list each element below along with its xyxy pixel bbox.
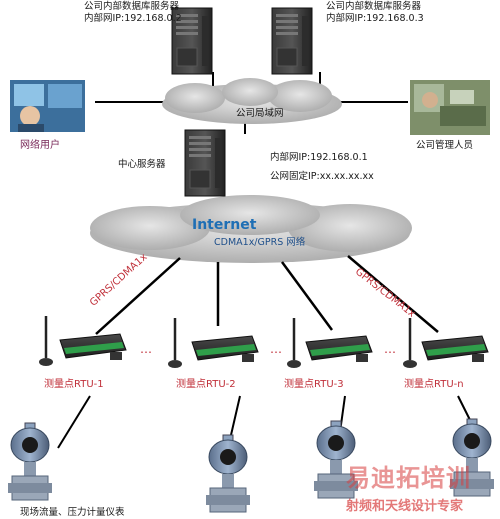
internet-cloud <box>90 195 412 263</box>
meter-2-icon <box>205 434 251 513</box>
ellipsis-1: … <box>140 342 152 356</box>
internet-label: Internet <box>192 217 257 233</box>
bottom-caption: 现场流量、压力计量仪表 <box>20 507 125 518</box>
central-server-fixed-ip: 公网固定IP:xx.xx.xx.xx <box>270 171 374 182</box>
rtu-1-label: 测量点RTU-1 <box>44 379 104 390</box>
db-server-2-title: 公司内部数据库服务器 <box>326 1 422 12</box>
rtu-n-label: 测量点RTU-n <box>404 379 464 390</box>
central-server-internal-ip: 内部网IP:192.168.0.1 <box>270 152 368 163</box>
rtu-3-label: 测量点RTU-3 <box>284 379 344 390</box>
db-server-1-ip: 内部网IP:192.168.0.2 <box>84 13 182 24</box>
database-server-2-icon <box>271 7 313 75</box>
central-server-label: 中心服务器 <box>118 159 166 170</box>
watermark-brand: 易迪拓培训 <box>346 464 471 492</box>
ellipsis-2: … <box>270 342 282 356</box>
antenna-3-icon <box>285 316 303 370</box>
central-server-icon <box>184 129 226 197</box>
rtu-3-device-icon <box>305 335 373 363</box>
rtu-2-label: 测量点RTU-2 <box>176 379 236 390</box>
web-user-label: 网络用户 <box>20 140 60 151</box>
lan-cloud <box>162 78 342 124</box>
web-user-photo <box>10 80 85 132</box>
ellipsis-3: … <box>384 342 396 356</box>
admin-photo <box>410 80 490 135</box>
rtu-1-device-icon <box>59 333 127 361</box>
rtu-n-device-icon <box>421 335 489 363</box>
db-server-2-ip: 内部网IP:192.168.0.3 <box>326 13 424 24</box>
db-server-1-title: 公司内部数据库服务器 <box>84 1 180 12</box>
antenna-4-icon <box>401 316 419 370</box>
lan-label: 公司局域网 <box>236 108 284 119</box>
antenna-2-icon <box>166 316 184 370</box>
internet-sub-label: CDMA1x/GPRS 网络 <box>214 237 306 248</box>
meter-1-icon <box>7 422 53 501</box>
watermark-slogan: 射频和天线设计专家 <box>346 499 464 514</box>
antenna-1-icon <box>37 314 55 368</box>
admin-label: 公司管理人员 <box>416 140 474 151</box>
rtu-2-device-icon <box>191 335 259 363</box>
